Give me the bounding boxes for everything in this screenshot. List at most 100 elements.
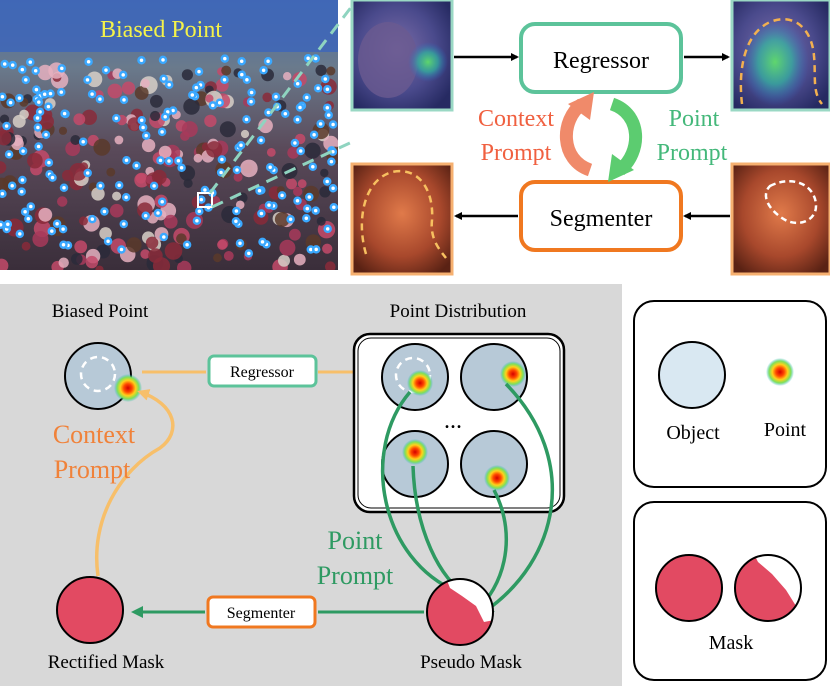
crowd-point-marker [3, 219, 13, 229]
crowd-point-marker [236, 141, 246, 150]
crowd-point-marker [246, 97, 256, 106]
crowd-person [164, 242, 183, 260]
crowd-point-marker [0, 220, 5, 230]
crowd-point-marker [302, 93, 312, 102]
point-prompt-arrows [380, 382, 555, 614]
crowd-point-marker [264, 200, 274, 210]
crowd-point-marker [258, 237, 267, 247]
top-point-line1: Point [669, 106, 720, 132]
crowd-person [107, 83, 123, 99]
crowd-point-marker [95, 94, 105, 104]
crowd-point-marker [32, 85, 41, 94]
crowd-point-marker [188, 90, 197, 100]
crowd-person [145, 236, 159, 249]
crowd-point-marker [237, 57, 246, 66]
crowd-person [316, 216, 326, 226]
crowd-person [99, 227, 112, 240]
crowd-point-marker [117, 245, 126, 254]
legend-point [766, 358, 794, 386]
crowd-person [289, 228, 301, 241]
crowd-person [21, 241, 31, 251]
crowd-point-marker [244, 249, 254, 258]
crowd-person [37, 64, 53, 81]
crowd-person [141, 138, 156, 153]
crowd-person [58, 126, 68, 135]
pseudo-mask [426, 578, 494, 646]
selected-head-box [197, 192, 213, 208]
crowd-point-marker [323, 103, 332, 113]
crowd-point-marker [20, 207, 30, 217]
crowd-point-marker [160, 112, 170, 121]
crowd-point-marker [18, 65, 27, 74]
rectified-mask [56, 576, 124, 644]
crowd-point-marker [18, 146, 28, 156]
crowd-point-marker [255, 186, 264, 195]
crowd-point-marker [177, 163, 186, 172]
crowd-image [0, 0, 338, 270]
crowd-person [262, 92, 273, 103]
crowd-point-marker [159, 232, 169, 242]
crowd-person [213, 253, 222, 263]
legend-object-label: Object [666, 422, 720, 444]
crowd-point-marker [2, 121, 11, 131]
crowd-point-marker [121, 193, 131, 202]
crowd-point-marker [96, 181, 105, 190]
crowd-point-marker [57, 87, 66, 97]
crowd-point-marker [313, 83, 323, 93]
crowd-point-marker [237, 70, 247, 79]
crowd-point-marker [235, 238, 245, 248]
crowd-point-marker [84, 57, 93, 67]
crowd-point-marker [8, 60, 17, 70]
crowd-person [304, 142, 321, 159]
crowd-point-marker [259, 66, 268, 75]
crowd-person [0, 114, 10, 124]
crowd-point-marker [302, 213, 311, 223]
crowd-point-marker [322, 177, 332, 186]
crowd-person [65, 141, 81, 157]
crowd-point-marker [114, 181, 124, 190]
point-distribution-inner [357, 337, 561, 509]
biased-object-mask [79, 355, 117, 393]
crowd-point-marker [311, 245, 321, 254]
crowd-point-marker [265, 162, 275, 172]
crowd-person [320, 168, 329, 178]
crowd-person [79, 216, 88, 226]
crowd-person [151, 169, 167, 185]
crowd-point-marker [215, 98, 224, 107]
crowd-person [135, 173, 147, 184]
crowd-point-marker [149, 181, 159, 191]
crowd-point-marker [6, 98, 15, 107]
crowd-point-marker [157, 197, 167, 206]
crowd-point-marker [293, 115, 302, 124]
crowd-person [183, 178, 193, 188]
bottom-segmenter-label: Segmenter [227, 605, 296, 622]
crowd-point-marker [138, 123, 148, 132]
crowd-point-marker [316, 119, 325, 129]
crowd-person [293, 253, 306, 266]
crowd-person [235, 200, 245, 210]
crowd-point-marker [182, 240, 192, 249]
crowd-point-marker [311, 206, 320, 215]
rectified-mask-label: Rectified Mask [48, 652, 165, 673]
crowd-point-marker [195, 207, 204, 216]
crowd-person [193, 153, 203, 163]
crowd-point-marker [78, 137, 88, 146]
crowd-person [279, 239, 296, 256]
crowd-point-marker [119, 219, 129, 229]
crowd-point-marker [15, 93, 24, 103]
bottom-context-line1: Context [53, 420, 136, 449]
crowd-point-marker [220, 75, 229, 84]
crowd-point-marker [164, 80, 174, 89]
crowd-point-marker [323, 224, 332, 234]
crowd-person [315, 64, 327, 76]
crowd-person [95, 265, 104, 270]
crowd-point-marker [281, 109, 290, 119]
point-distribution-title: Point Distribution [390, 301, 527, 322]
crowd-label: Biased Point [100, 17, 222, 43]
crowd-person [177, 260, 192, 270]
crowd-point-marker [153, 208, 163, 218]
crowd-point-marker [194, 67, 204, 76]
crowd-person [163, 214, 178, 229]
crowd-person [32, 231, 49, 247]
segmenter-label: Segmenter [550, 206, 653, 232]
